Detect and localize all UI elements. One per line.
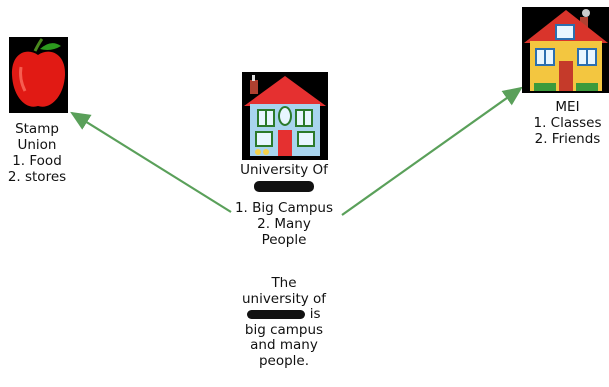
note-line-3: is bbox=[226, 306, 342, 323]
university-line-2: 2. Many bbox=[257, 216, 311, 232]
university-house-image bbox=[242, 72, 328, 160]
university-note: The university of is big campus and many… bbox=[226, 275, 342, 369]
note-line-4: big campus bbox=[244, 321, 324, 338]
university-title: University Of bbox=[240, 162, 328, 178]
note-line-1: The bbox=[271, 275, 297, 291]
stamp-union-line-1: Stamp bbox=[15, 121, 59, 137]
mei-node: MEI 1. Classes 2. Friends bbox=[526, 99, 609, 147]
university-line-1: 1. Big Campus bbox=[234, 200, 334, 216]
mei-house-image bbox=[522, 7, 609, 93]
house-icon bbox=[244, 75, 326, 156]
note-redacted-name bbox=[247, 309, 306, 319]
stamp-union-line-3: 1. Food bbox=[12, 153, 62, 169]
house-icon bbox=[524, 9, 608, 91]
stamp-union-line-4: 2. stores bbox=[7, 169, 67, 185]
apple-image bbox=[9, 37, 68, 113]
arrow-to-stamp-union bbox=[70, 111, 232, 213]
university-line-3: People bbox=[261, 232, 307, 248]
apple-icon bbox=[11, 38, 66, 107]
note-line-2: university of bbox=[241, 290, 327, 307]
stamp-union-node: Stamp Union 1. Food 2. stores bbox=[0, 121, 74, 185]
mei-line-3: 2. Friends bbox=[534, 131, 601, 147]
mei-line-2: 1. Classes bbox=[533, 115, 602, 131]
university-node: University Of 1. Big Campus 2. Many Peop… bbox=[226, 162, 342, 248]
note-line-3-suffix: is bbox=[309, 306, 321, 322]
stamp-union-line-2: Union bbox=[17, 137, 57, 153]
note-line-6: people. bbox=[258, 352, 310, 369]
arrow-to-mei bbox=[341, 86, 523, 216]
mei-line-1: MEI bbox=[555, 99, 580, 115]
university-name-redacted bbox=[226, 178, 342, 194]
note-line-5: and many bbox=[250, 337, 318, 353]
